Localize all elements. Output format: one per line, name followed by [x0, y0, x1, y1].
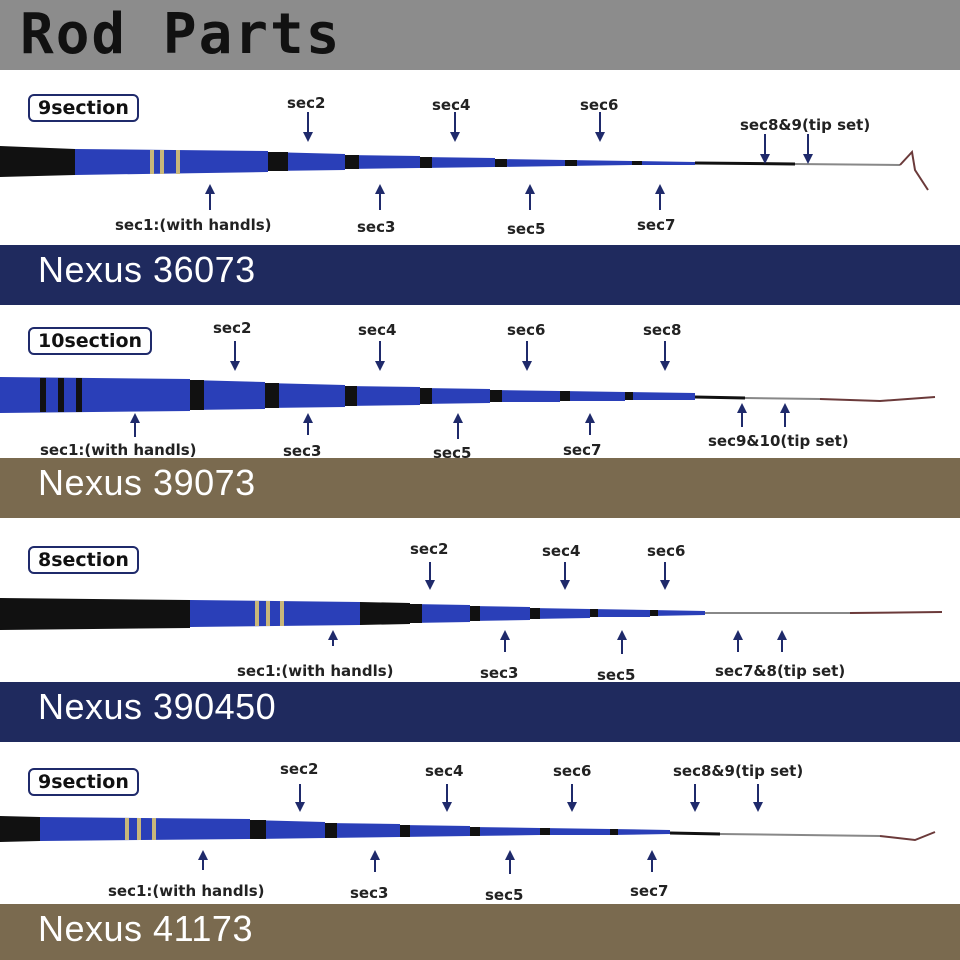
label-tip-set: sec9&10(tip set): [708, 432, 849, 450]
arrow-tip-b: [753, 784, 763, 812]
rod-panel-4: 9section: [0, 742, 960, 904]
arrow-sec1: [198, 850, 208, 870]
label-sec5: sec5: [485, 886, 523, 904]
label-sec2: sec2: [213, 319, 251, 337]
arrow-sec4: [450, 112, 460, 142]
rod-diagram-3: sec2 sec4 sec6 sec1:(with handls) sec3 s…: [0, 540, 943, 682]
arrow-sec5: [505, 850, 515, 874]
arrow-sec4: [375, 341, 385, 371]
rod-diagram-4: sec2 sec4 sec6 sec8&9(tip set) sec1:(wit…: [0, 760, 936, 904]
label-sec2: sec2: [410, 540, 448, 558]
arrow-sec4: [442, 784, 452, 812]
arrow-sec7: [647, 850, 657, 872]
model-band-2: Nexus 39073: [0, 458, 960, 518]
label-tip-set: sec8&9(tip set): [673, 762, 803, 780]
label-sec5: sec5: [507, 220, 545, 238]
arrow-sec6: [567, 784, 577, 812]
arrow-sec2: [230, 341, 240, 371]
model-band-4: Nexus 41173: [0, 904, 960, 960]
arrow-sec2: [303, 112, 313, 142]
label-sec2: sec2: [287, 94, 325, 112]
arrow-tip-a: [760, 134, 770, 164]
rod-body: [0, 816, 936, 842]
title-bar: Rod Parts: [0, 0, 960, 70]
label-sec1: sec1:(with handls): [40, 441, 197, 458]
model-name: Nexus 390450: [38, 686, 277, 727]
arrow-tip-a: [690, 784, 700, 812]
label-tip-set: sec8&9(tip set): [740, 116, 870, 134]
arrow-sec5: [525, 184, 535, 210]
label-sec1: sec1:(with handls): [115, 216, 272, 234]
arrow-tip-a: [737, 403, 747, 427]
label-sec4: sec4: [432, 96, 470, 114]
label-sec7: sec7: [630, 882, 668, 900]
label-sec8: sec8: [643, 321, 681, 339]
label-sec3: sec3: [283, 442, 321, 458]
label-sec6: sec6: [580, 96, 618, 114]
arrow-tip-a: [733, 630, 743, 652]
label-sec1: sec1:(with handls): [237, 662, 394, 680]
label-sec5: sec5: [597, 666, 635, 682]
arrow-tip-b: [803, 134, 813, 164]
section-count-badge: 9section: [28, 94, 139, 122]
label-sec2: sec2: [280, 760, 318, 778]
rod-diagram-1: sec2 sec4 sec6 sec8&9(tip set) sec1:(wit…: [0, 94, 929, 238]
arrow-sec3: [375, 184, 385, 210]
rod-panel-3: 8section sec2: [0, 518, 960, 682]
arrow-sec5: [617, 630, 627, 654]
model-name: Nexus 41173: [38, 908, 253, 949]
arrow-sec6: [522, 341, 532, 371]
section-count-badge: 9section: [28, 768, 139, 796]
label-sec6: sec6: [507, 321, 545, 339]
rod-body: [0, 146, 929, 191]
page-title: Rod Parts: [20, 2, 342, 67]
arrow-sec1: [130, 413, 140, 437]
rod-body: [0, 598, 943, 630]
model-name: Nexus 36073: [38, 249, 256, 290]
label-sec4: sec4: [542, 542, 580, 560]
label-sec4: sec4: [425, 762, 463, 780]
arrow-sec1: [205, 184, 215, 210]
rod-body: [0, 377, 936, 413]
label-sec6: sec6: [553, 762, 591, 780]
arrow-sec4: [560, 562, 570, 590]
label-sec5: sec5: [433, 444, 471, 458]
rod-panel-1: 9section: [0, 70, 960, 245]
section-count-badge: 8section: [28, 546, 139, 574]
label-sec6: sec6: [647, 542, 685, 560]
section-count-badge: 10section: [28, 327, 153, 355]
arrow-sec2: [295, 784, 305, 812]
arrow-sec3: [303, 413, 313, 435]
model-band-3: Nexus 390450: [0, 682, 960, 742]
label-tip-set: sec7&8(tip set): [715, 662, 845, 680]
label-sec3: sec3: [350, 884, 388, 902]
label-sec1: sec1:(with handls): [108, 882, 265, 900]
arrow-sec2: [425, 562, 435, 590]
arrow-sec3: [370, 850, 380, 872]
arrow-sec6: [595, 112, 605, 142]
model-band-1: Nexus 36073: [0, 245, 960, 305]
rod-diagram-2: sec2 sec4 sec6 sec8 sec1:(with handls) s…: [0, 319, 936, 458]
arrow-sec8: [660, 341, 670, 371]
label-sec7: sec7: [563, 441, 601, 458]
arrow-sec6: [660, 562, 670, 590]
rod-panel-2: 10section: [0, 305, 960, 458]
arrow-sec7: [585, 413, 595, 435]
label-sec4: sec4: [358, 321, 396, 339]
model-name: Nexus 39073: [38, 462, 256, 503]
arrow-sec1: [328, 630, 338, 646]
label-sec7: sec7: [637, 216, 675, 234]
arrow-sec5: [453, 413, 463, 439]
arrow-tip-b: [777, 630, 787, 652]
arrow-sec7: [655, 184, 665, 210]
label-sec3: sec3: [357, 218, 395, 236]
label-sec3: sec3: [480, 664, 518, 682]
arrow-sec3: [500, 630, 510, 652]
arrow-tip-b: [780, 403, 790, 427]
